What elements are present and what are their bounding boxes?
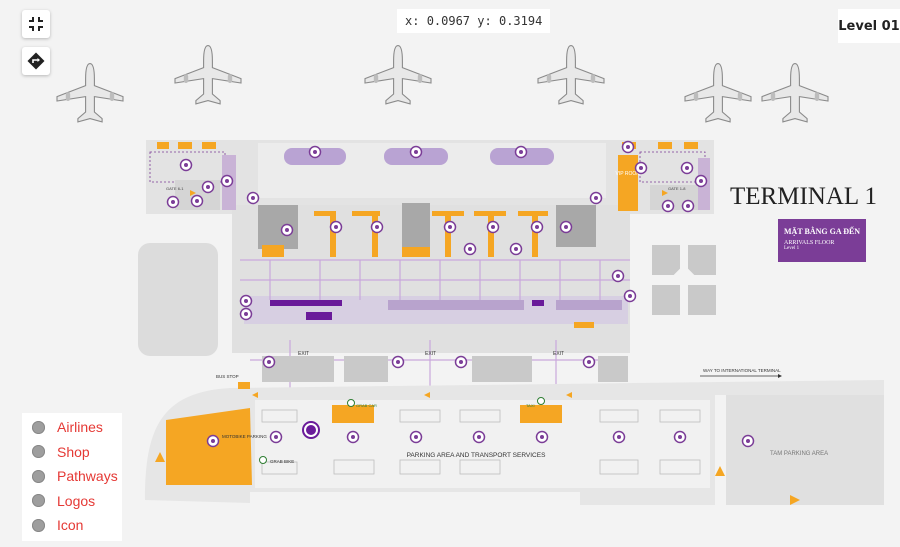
legend-label: Pathways bbox=[57, 468, 118, 485]
collapse-arrows-icon bbox=[29, 17, 43, 31]
taxi-label: TAXI bbox=[526, 403, 535, 408]
right-building bbox=[652, 245, 716, 315]
exit-label-2: EXIT bbox=[425, 351, 436, 357]
direction-arrows bbox=[155, 190, 800, 505]
radio-dot-icon bbox=[32, 445, 45, 459]
exit-label-1: EXIT bbox=[298, 351, 309, 357]
collapse-button[interactable] bbox=[22, 10, 50, 38]
level-label: Level 01 bbox=[838, 18, 900, 34]
legend-label: Icon bbox=[57, 517, 84, 534]
airplanes bbox=[56, 45, 829, 123]
radio-dot-icon bbox=[32, 469, 45, 483]
vip-room-label: VIP ROOM bbox=[616, 171, 641, 177]
legend-item-logos[interactable]: Logos bbox=[22, 489, 122, 514]
legend-item-shop[interactable]: Shop bbox=[22, 440, 122, 465]
radio-dot-icon bbox=[32, 420, 45, 434]
bus-stop-label: BUS STOP bbox=[216, 374, 239, 379]
legend-item-airlines[interactable]: Airlines bbox=[22, 415, 122, 440]
layer-legend: Airlines Shop Pathways Logos Icon bbox=[22, 413, 122, 541]
terminal-title: TERMINAL 1 bbox=[730, 183, 877, 210]
left-building bbox=[138, 243, 218, 356]
legend-item-pathways[interactable]: Pathways bbox=[22, 464, 122, 489]
radio-dot-icon bbox=[32, 494, 45, 508]
motorbike-parking-label: MOTOBIKE PARKING bbox=[222, 434, 267, 439]
coord-x-label: x: bbox=[405, 14, 420, 28]
badge-line-1: MẶT BẰNG GA ĐẾN bbox=[784, 227, 861, 236]
coord-y-label: y: bbox=[477, 14, 492, 28]
to-international-label: WAY TO INTERNATIONAL TERMINAL bbox=[703, 368, 781, 373]
legend-label: Airlines bbox=[57, 419, 103, 436]
grab-car-label: GRAB CAR bbox=[356, 403, 377, 408]
level-selector[interactable]: Level 01 bbox=[838, 9, 900, 43]
exit-label-3: EXIT bbox=[553, 351, 564, 357]
directions-button[interactable] bbox=[22, 47, 50, 75]
parking-area-label: PARKING AREA AND TRANSPORT SERVICES bbox=[407, 452, 546, 459]
directions-icon bbox=[27, 52, 45, 70]
coord-y-value: 0.3194 bbox=[498, 14, 543, 28]
gate-right-label: GATE 1-8 bbox=[668, 186, 686, 191]
coord-x-value: 0.0967 bbox=[426, 14, 471, 28]
gate-left-label: GATE 6-1 bbox=[166, 186, 184, 191]
legend-label: Logos bbox=[57, 492, 96, 509]
grab-bike-label: GRAB BIKE bbox=[270, 459, 294, 464]
radio-dot-icon bbox=[32, 518, 45, 532]
legend-label: Shop bbox=[57, 443, 90, 460]
arrivals-floor-badge: MẶT BẰNG GA ĐẾN ARRIVALS FLOOR Level 1 bbox=[778, 219, 866, 262]
badge-line-2: ARRIVALS FLOOR bbox=[784, 240, 835, 246]
coordinate-readout: x: 0.0967 y: 0.3194 bbox=[397, 9, 551, 33]
parking-area: PARKING AREA AND TRANSPORT SERVICES TAM … bbox=[145, 368, 884, 505]
legend-item-icon[interactable]: Icon bbox=[22, 513, 122, 538]
badge-line-3: Level 1 bbox=[784, 246, 800, 251]
tam-parking-label: TAM PARKING AREA bbox=[770, 451, 828, 457]
